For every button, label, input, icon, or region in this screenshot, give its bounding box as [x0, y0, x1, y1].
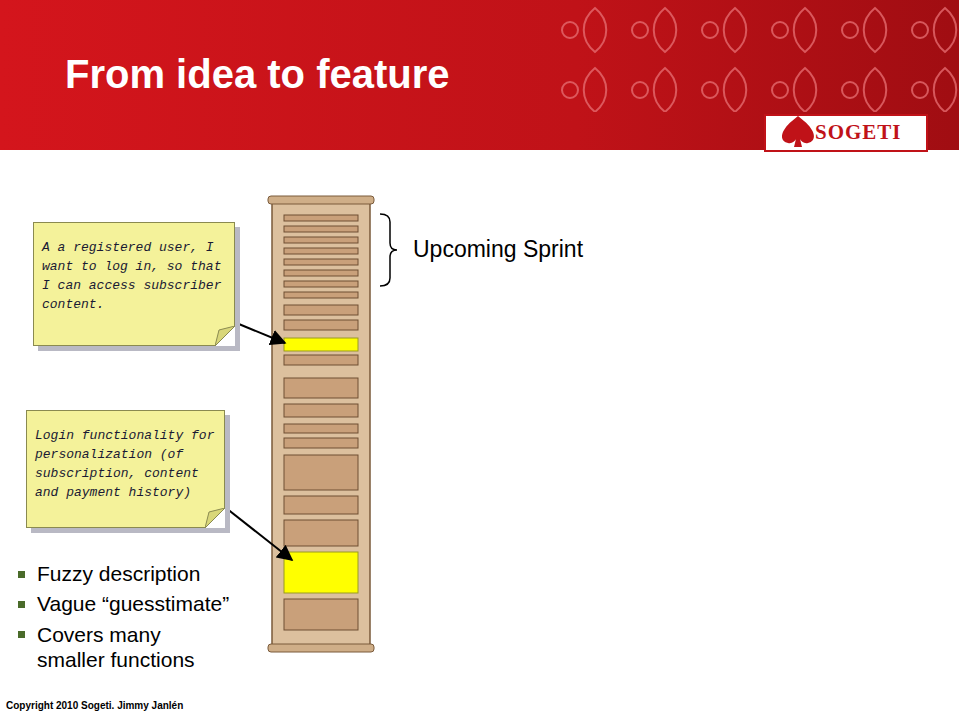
sprint-bracket — [380, 214, 397, 286]
bullet — [18, 631, 25, 638]
folded-corner — [215, 326, 235, 346]
backlog-item — [284, 599, 358, 630]
copyright: Copyright 2010 Sogeti. Jimmy Janlén — [6, 700, 183, 711]
backlog-item — [284, 292, 358, 298]
corner-cut — [215, 326, 235, 346]
backlog-item — [284, 496, 358, 514]
leader-arrow — [226, 508, 292, 560]
sprint-label: Upcoming Sprint — [413, 236, 583, 263]
sticky-note: Login functionality for personalization … — [26, 410, 225, 528]
backlog-item — [284, 320, 358, 330]
ornament — [560, 0, 959, 112]
backlog-item — [284, 237, 358, 243]
logo-box — [765, 115, 927, 151]
bullet-text: Covers many smaller functions — [37, 622, 217, 672]
backlog-scroll — [268, 196, 374, 652]
bullet — [18, 601, 25, 608]
note-text: A a registered user, I want to log in, s… — [42, 239, 226, 314]
backlog-item — [284, 259, 358, 265]
leader-arrow — [234, 322, 285, 343]
bullet — [18, 571, 25, 578]
corner-fold — [205, 508, 225, 528]
backlog-item — [284, 438, 358, 448]
backlog-item — [284, 281, 358, 287]
backlog-item — [284, 248, 358, 254]
backlog-item — [284, 424, 358, 433]
backlog-item — [284, 404, 358, 417]
sticky-note: A a registered user, I want to log in, s… — [33, 222, 235, 346]
slide-title: From idea to feature — [65, 52, 450, 97]
note-text: Login functionality for personalization … — [35, 427, 216, 502]
bullet-text: Fuzzy description — [37, 562, 200, 586]
backlog-item — [284, 520, 358, 546]
logo-text: SOGETI — [815, 120, 902, 145]
backlog-item — [284, 215, 358, 221]
folded-corner — [205, 508, 225, 528]
backlog-item — [284, 455, 358, 490]
title-band — [0, 0, 959, 150]
bullet-text: Vague “guesstimate” — [37, 592, 229, 616]
backlog-item — [284, 355, 358, 365]
backlog-item — [284, 270, 358, 276]
backlog-item — [284, 378, 358, 398]
backlog-item — [284, 305, 358, 315]
corner-cut — [205, 508, 225, 528]
selected-backlog-item — [284, 552, 358, 593]
backlog-item — [284, 226, 358, 232]
corner-fold — [215, 326, 235, 346]
selected-backlog-item — [284, 338, 358, 351]
logo-spade — [782, 116, 814, 147]
